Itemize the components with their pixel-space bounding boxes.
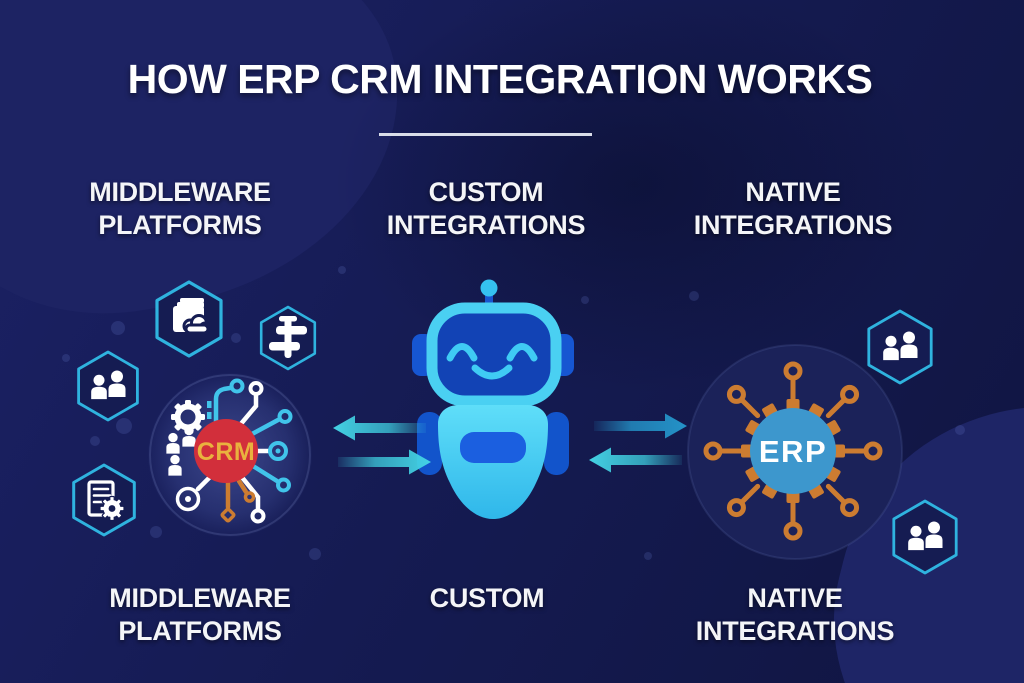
crm-hub-label: CRM <box>197 438 255 466</box>
decorative-dot <box>111 321 125 335</box>
header-line: NATIVE <box>745 177 841 207</box>
robot-smile <box>471 364 513 380</box>
header-line: INTEGRATIONS <box>386 210 586 240</box>
hexagon-users-bottom-right <box>892 499 958 575</box>
decorative-dot <box>955 425 965 435</box>
robot-head <box>426 302 562 407</box>
middleware-crm-cluster: CRM <box>72 280 317 537</box>
erp-hub-label: ERP <box>759 434 827 469</box>
hexagon-users-left <box>77 350 139 422</box>
crm-glow-ring <box>149 374 311 536</box>
decorative-dot <box>231 333 241 343</box>
decorative-dot <box>644 552 652 560</box>
decorative-dot <box>309 548 321 560</box>
crm-circuit-traces <box>175 378 293 524</box>
page-title: HOW ERP CRM INTEGRATION WORKS <box>127 56 873 102</box>
arrow-left-icon <box>333 415 426 441</box>
header-line: INTEGRATIONS <box>693 210 893 240</box>
header-line: PLATFORMS <box>98 210 262 240</box>
decorative-dot <box>62 354 70 362</box>
erp-backdrop-ring <box>687 344 903 560</box>
erp-hub-circle <box>750 408 836 494</box>
header-custom-integrations: CUSTOM INTEGRATIONS <box>366 176 606 242</box>
decorative-dot <box>90 436 100 446</box>
robot-eye-right <box>506 343 538 362</box>
header-middleware-platforms: MIDDLEWARE PLATFORMS <box>60 176 300 242</box>
hexagon-document-gear <box>72 463 136 537</box>
robot-arm-right <box>544 412 569 475</box>
header-native-integrations: NATIVE INTEGRATIONS <box>673 176 913 242</box>
files-cloud-icon <box>173 298 212 335</box>
native-erp-cluster: ERP <box>687 309 958 575</box>
robot-face <box>446 343 538 380</box>
decorative-dot <box>581 296 589 304</box>
decorative-dot <box>689 291 699 301</box>
footer-line: NATIVE <box>747 583 843 613</box>
decorative-dot <box>338 266 346 274</box>
header-line: MIDDLEWARE <box>89 177 271 207</box>
title-underline <box>379 133 592 136</box>
footer-line: CUSTOM <box>429 583 545 613</box>
robot-chatbot-icon <box>412 279 574 519</box>
sync-arrows-left <box>333 415 431 475</box>
decorative-dot <box>150 526 162 538</box>
document-gear-icon <box>87 480 125 522</box>
footer-native-integrations: NATIVE INTEGRATIONS <box>675 582 915 648</box>
hexagon-signpost <box>259 305 317 371</box>
hexagon-users-top-right <box>867 309 933 385</box>
footer-line: PLATFORMS <box>118 616 282 646</box>
footer-line: INTEGRATIONS <box>695 616 895 646</box>
footer-line: MIDDLEWARE <box>109 583 291 613</box>
erp-circuit-spokes <box>703 361 883 541</box>
footer-middleware-platforms: MIDDLEWARE PLATFORMS <box>80 582 320 648</box>
decorative-dot <box>116 418 132 434</box>
header-line: CUSTOM <box>428 177 544 207</box>
sync-arrows-right <box>589 413 687 473</box>
footer-custom: CUSTOM <box>367 582 607 615</box>
robot-chest-panel <box>460 432 526 463</box>
signpost-icon <box>269 316 307 358</box>
arrow-right-icon <box>594 413 687 439</box>
hexagon-files-cloud <box>155 280 223 358</box>
arrow-left-icon <box>589 447 682 473</box>
robot-eye-left <box>446 343 478 362</box>
robot-antenna-ball <box>480 279 498 297</box>
crm-hub-circle <box>194 419 258 483</box>
arrow-right-icon <box>338 449 431 475</box>
